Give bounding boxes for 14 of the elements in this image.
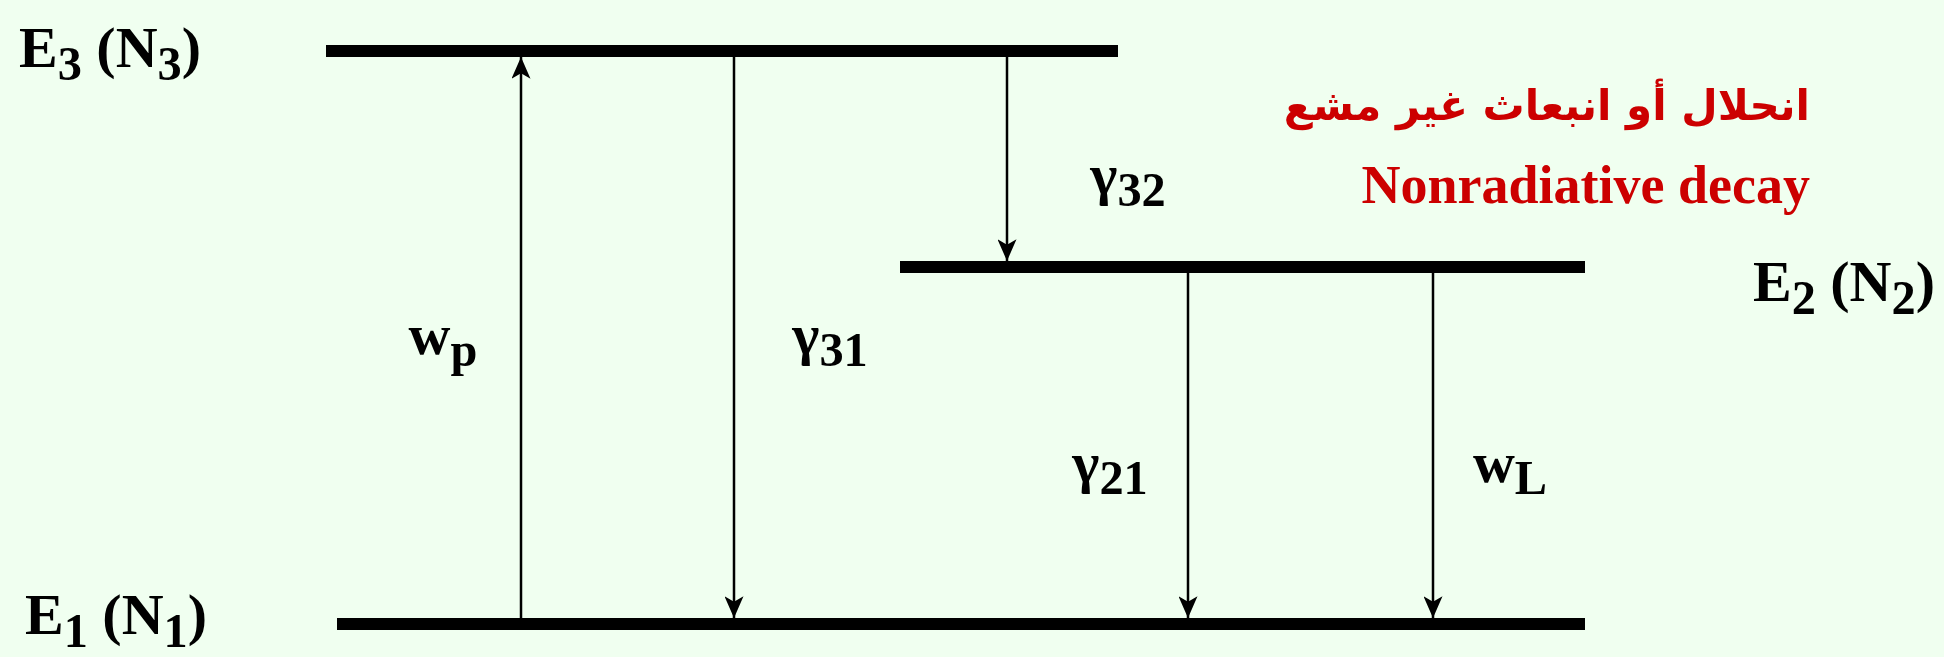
arrow <box>997 57 1017 261</box>
level-label: E$_{1}$ (N$_{1}$) <box>25 586 208 655</box>
edge-label: w$_{p}$ <box>408 305 478 375</box>
edge-label: γ$_{31}$ <box>792 305 868 375</box>
edge-label: γ$_{21}$ <box>1072 433 1148 503</box>
edge-label: w$_{L}$ <box>1472 433 1548 503</box>
level-label: E$_{3}$ (N$_{3}$) <box>19 19 202 88</box>
annotation-text: Nonradiative decay <box>1361 156 1810 216</box>
edge-label: γ$_{32}$ <box>1090 145 1166 215</box>
arrow <box>511 57 531 618</box>
arrow <box>1423 273 1443 618</box>
level-label: E$_{2}$ (N$_{2}$) <box>1752 253 1935 322</box>
arrow <box>724 57 744 618</box>
arrow <box>1178 273 1198 618</box>
